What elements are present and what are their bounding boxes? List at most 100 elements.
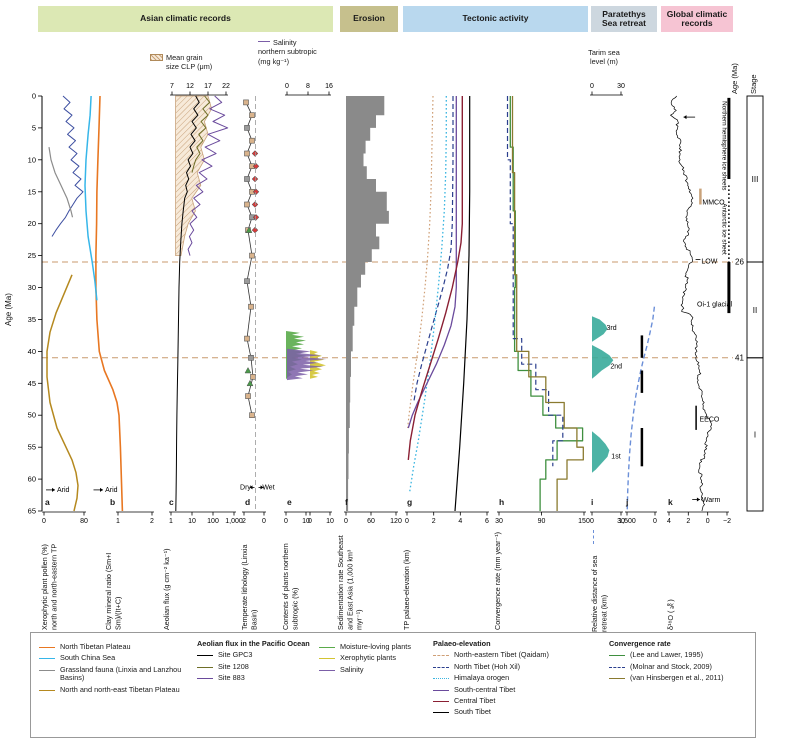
legend-swatch <box>197 678 213 682</box>
svg-text:55: 55 <box>28 443 36 452</box>
legend-swatch <box>433 712 449 716</box>
series-tarim-transgression-3rd <box>592 316 608 342</box>
svg-text:22: 22 <box>222 83 230 90</box>
legend-label: South Tibet <box>454 707 491 717</box>
legend-swatch <box>609 655 625 659</box>
legend-item: North and north-east Tibetan Plateau <box>39 685 191 694</box>
axis-title-j: Relative distance of sea retreat (km) <box>590 555 609 632</box>
svg-text:2: 2 <box>686 518 690 525</box>
legend-label: South-central Tibet <box>454 684 516 694</box>
svg-text:50: 50 <box>28 411 36 420</box>
header-band-4: Paratethys Sea retreat <box>591 6 657 32</box>
svg-text:2nd: 2nd <box>610 363 622 370</box>
legend-swatch <box>433 689 449 694</box>
series-hoh-xil-elevation <box>413 96 454 403</box>
svg-text:60: 60 <box>367 518 375 525</box>
axis-title-k: δ¹⁸O (‰) <box>666 599 675 630</box>
svg-text:Oi-1 glacial: Oi-1 glacial <box>697 301 732 308</box>
svg-text:150: 150 <box>578 518 590 525</box>
legend-label: North Tibetan Plateau <box>60 642 131 651</box>
svg-text:41: 41 <box>735 353 744 362</box>
svg-text:30: 30 <box>495 518 503 525</box>
panel-letter-c: c <box>169 497 174 507</box>
legend-item: South Tibet <box>433 707 603 717</box>
panel-letter-e: e <box>287 497 292 507</box>
legend-column-5: Convergence rate(Lee and Lawer, 1995)(Mo… <box>609 639 751 686</box>
panel-letter-j: j <box>626 497 629 507</box>
svg-text:0: 0 <box>32 92 36 101</box>
svg-text:0: 0 <box>284 518 288 525</box>
series-site-1208 <box>191 95 211 173</box>
legend-item: Site 883 <box>197 673 313 682</box>
series-tarim-transgression-2nd <box>592 345 614 379</box>
svg-text:1st: 1st <box>611 453 620 460</box>
axis-title-a: Xerophytic plant pollen (%) north and no… <box>40 543 59 630</box>
series-site-gpc3 <box>175 95 200 512</box>
legend-swatch <box>609 666 625 671</box>
svg-text:3rd: 3rd <box>607 325 617 332</box>
legend-header: Convergence rate <box>609 639 671 648</box>
salinity-line-swatch <box>258 41 270 42</box>
series-south-tibet-elevation <box>454 96 471 512</box>
legend-label: South China Sea <box>60 653 116 663</box>
svg-text:10: 10 <box>326 518 334 525</box>
age-axis-label-right: Age (Ma) <box>730 63 739 94</box>
axis-tarim-top: 0 30 <box>590 83 625 96</box>
axis-conv-bottom: 30 90 150 <box>495 511 590 525</box>
svg-text:17: 17 <box>204 83 212 90</box>
svg-text:2: 2 <box>150 518 154 525</box>
legend-label: North-eastern Tibet (Qaidam) <box>454 650 549 660</box>
axis-title-d: Temperate lithology (Linxia Basin) <box>240 544 259 631</box>
svg-text:100: 100 <box>207 518 219 525</box>
svg-text:I: I <box>754 430 756 439</box>
series-salinity <box>287 348 327 381</box>
axis-title-h: Convergence rate (mm year⁻¹) <box>493 531 502 630</box>
svg-text:EECO: EECO <box>700 416 720 423</box>
grain-size-top-legend: Mean grain size CLP (μm) <box>150 53 240 72</box>
svg-text:0: 0 <box>590 518 594 525</box>
legend-item: Salinity <box>319 665 427 674</box>
svg-text:45: 45 <box>28 379 36 388</box>
svg-text:6: 6 <box>485 518 489 525</box>
legend-item: Himalaya orogen <box>433 673 603 683</box>
svg-text:0: 0 <box>590 83 594 90</box>
svg-text:90: 90 <box>538 518 546 525</box>
panel-letter-f: f <box>345 497 348 507</box>
series-site-883 <box>187 95 229 256</box>
legend-header: Palaeo-elevation <box>433 639 491 648</box>
svg-text:0: 0 <box>285 83 289 90</box>
svg-text:−2: −2 <box>723 518 731 525</box>
hatch-swatch <box>150 54 163 61</box>
svg-text:Arid: Arid <box>57 487 70 494</box>
legend-label: Himalaya orogen <box>454 673 510 683</box>
legend-swatch <box>319 669 335 674</box>
svg-text:2: 2 <box>432 518 436 525</box>
panel-letter-a: a <box>45 497 50 507</box>
stage-column-label: Stage <box>749 74 758 94</box>
svg-text:4: 4 <box>667 518 671 525</box>
legend-label: (van Hinsbergen et al., 2011) <box>630 673 724 683</box>
svg-text:0: 0 <box>262 518 266 525</box>
svg-text:20: 20 <box>28 219 36 228</box>
legend-item: (Molnar and Stock, 2009) <box>609 662 751 671</box>
salinity-legend-line2: northern subtropic <box>258 47 317 57</box>
svg-text:Northern hemisphere ice sheets: Northern hemisphere ice sheets <box>721 101 728 190</box>
legend-swatch <box>319 658 335 662</box>
legend-item: North-eastern Tibet (Qaidam) <box>433 650 603 660</box>
svg-text:30: 30 <box>617 83 625 90</box>
tarim-top-legend: Tarim sea level (m) <box>580 48 628 67</box>
svg-text:10: 10 <box>28 155 36 164</box>
header-band-3: Tectonic activity <box>403 6 588 32</box>
svg-text:MMCO: MMCO <box>702 199 725 206</box>
